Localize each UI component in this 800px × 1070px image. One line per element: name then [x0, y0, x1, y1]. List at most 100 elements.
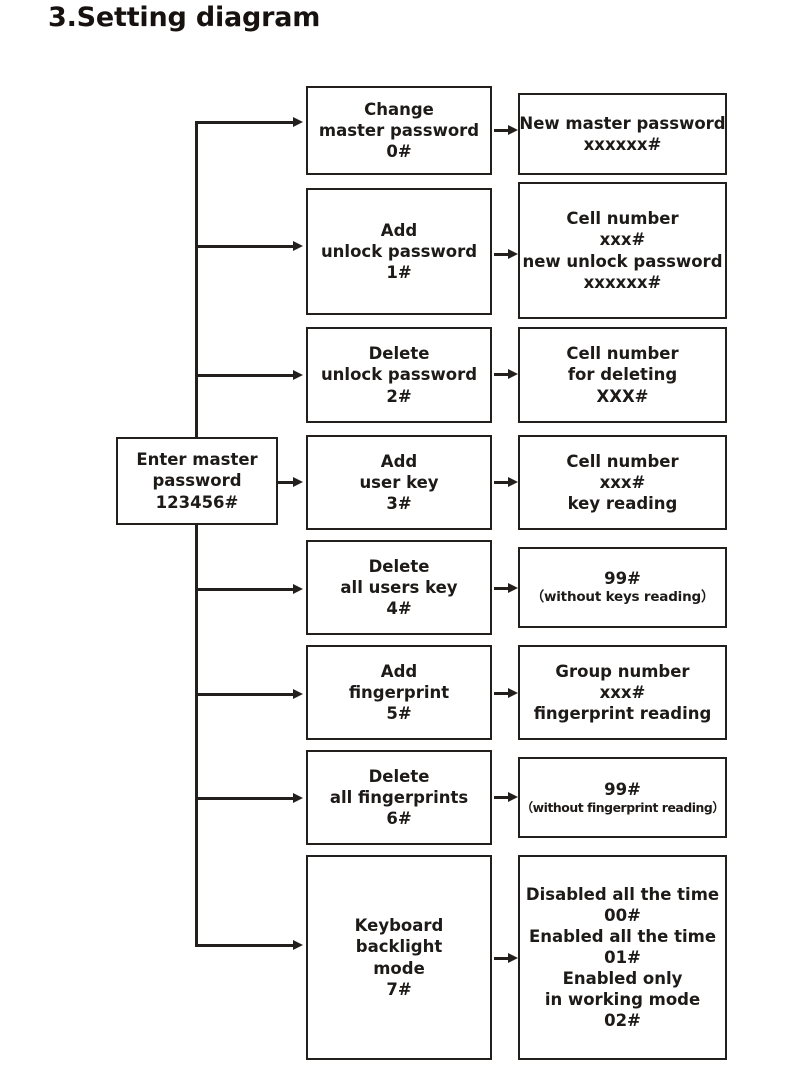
node-line: Enabled all the time — [528, 926, 717, 946]
node-line: 01# — [604, 947, 641, 967]
node-line: xxx# — [599, 472, 646, 492]
node-line: Enter master — [136, 450, 258, 470]
node-line: Group number — [555, 661, 690, 681]
node-line: 4# — [386, 599, 412, 619]
node-line: 99# — [604, 569, 641, 589]
node-line: 7# — [386, 979, 412, 999]
node-line: 5# — [386, 704, 412, 724]
trunk-vline-upper — [195, 122, 198, 438]
node-line: for deleting — [567, 365, 678, 385]
node-line: all fingerprints — [329, 787, 469, 807]
branch-line-2 — [195, 245, 293, 248]
connector-arrow-7 — [494, 792, 518, 803]
branch-line-6 — [195, 693, 293, 696]
node-line: Delete — [368, 766, 430, 786]
branch-line-7 — [195, 797, 293, 800]
node-delete-all-users-key[interactable]: Delete all users key 4# — [306, 540, 492, 635]
branch-arrow-4 — [293, 476, 303, 487]
node-line: xxx# — [599, 230, 646, 250]
connector-stem — [494, 373, 508, 376]
node-line: user key — [359, 472, 439, 492]
node-line: 2# — [386, 386, 412, 406]
connector-arrow-2 — [494, 249, 518, 260]
node-add-user-key[interactable]: Add user key 3# — [306, 435, 492, 530]
node-line: Add — [380, 661, 418, 681]
node-line: 00# — [604, 905, 641, 925]
connector-arrowhead — [508, 953, 518, 963]
node-line: xxxxxx# — [583, 135, 662, 154]
node-line: new unlock password — [522, 251, 723, 271]
node-line: fingerprint reading — [533, 704, 712, 724]
connector-arrow-6 — [494, 688, 518, 699]
node-add-unlock-password[interactable]: Add unlock password 1# — [306, 188, 492, 315]
node-delete-unlock-password[interactable]: Delete unlock password 2# — [306, 327, 492, 423]
branch-line-1 — [195, 121, 293, 124]
node-delete-all-fingerprints-detail[interactable]: 99# （without fingerprint reading） — [518, 757, 727, 838]
node-line: Change — [364, 99, 434, 119]
connector-arrow-8 — [494, 953, 518, 964]
branch-arrow-1 — [293, 116, 303, 127]
node-line: （without keys reading） — [530, 589, 715, 606]
connector-arrowhead — [508, 688, 518, 698]
trunk-vline-lower — [195, 524, 198, 946]
node-new-master-password-detail[interactable]: New master password xxxxxx# — [518, 93, 727, 175]
connector-arrowhead — [508, 583, 518, 593]
node-line: fingerprint — [348, 682, 450, 702]
node-line: unlock password — [320, 241, 478, 261]
connector-stem — [494, 481, 508, 484]
node-line: Keyboard — [354, 916, 444, 936]
connector-arrowhead — [508, 477, 518, 487]
node-line: Cell number — [566, 209, 679, 229]
branch-line-8 — [195, 944, 293, 947]
branch-line-5 — [195, 588, 293, 591]
page-title: 3.Setting diagram — [48, 2, 321, 33]
node-line: Add — [380, 220, 418, 240]
connector-stem — [494, 692, 508, 695]
connector-stem — [494, 253, 508, 256]
node-keyboard-backlight-mode-detail[interactable]: Disabled all the time 00# Enabled all th… — [518, 855, 727, 1060]
node-line: 02# — [604, 1011, 641, 1031]
node-line: xxxxxx# — [583, 272, 662, 292]
node-add-unlock-password-detail[interactable]: Cell number xxx# new unlock password xxx… — [518, 182, 727, 319]
node-line: 6# — [386, 809, 412, 829]
connector-stem — [494, 587, 508, 590]
node-add-user-key-detail[interactable]: Cell number xxx# key reading — [518, 435, 727, 530]
node-line: master password — [318, 120, 480, 140]
connector-stem — [494, 957, 508, 960]
connector-arrow-5 — [494, 583, 518, 594]
connector-arrowhead — [508, 125, 518, 135]
connector-arrow-4 — [494, 477, 518, 488]
node-delete-unlock-password-detail[interactable]: Cell number for deleting XXX# — [518, 327, 727, 423]
node-delete-all-users-key-detail[interactable]: 99# （without keys reading） — [518, 547, 727, 628]
node-enter-master-password[interactable]: Enter master password 123456# — [116, 437, 278, 525]
node-line: 0# — [386, 142, 412, 162]
branch-arrow-2 — [293, 240, 303, 251]
node-line: xxx# — [599, 682, 646, 702]
node-keyboard-backlight-mode[interactable]: Keyboard backlight mode 7# — [306, 855, 492, 1060]
node-line: Delete — [368, 556, 430, 576]
node-line: Cell number — [566, 451, 679, 471]
node-add-fingerprint-detail[interactable]: Group number xxx# fingerprint reading — [518, 645, 727, 740]
branch-line-4 — [278, 481, 293, 484]
connector-stem — [494, 129, 508, 132]
branch-arrow-7 — [293, 792, 303, 803]
connector-arrowhead — [508, 792, 518, 802]
connector-stem — [494, 796, 508, 799]
branch-arrow-5 — [293, 583, 303, 594]
branch-line-3 — [195, 374, 293, 377]
node-line: key reading — [567, 494, 678, 514]
connector-arrowhead — [508, 369, 518, 379]
node-delete-all-fingerprints[interactable]: Delete all fingerprints 6# — [306, 750, 492, 845]
node-line: 1# — [386, 263, 412, 283]
node-line: （without fingerprint reading） — [520, 800, 725, 816]
node-line: New master password — [519, 113, 726, 133]
node-line: in working mode — [544, 990, 701, 1010]
node-line: Cell number — [566, 344, 679, 364]
node-line: password — [152, 471, 242, 491]
node-line: 123456# — [155, 492, 239, 512]
node-change-master-password[interactable]: Change master password 0# — [306, 86, 492, 175]
node-line: XXX# — [596, 386, 649, 406]
connector-arrowhead — [508, 249, 518, 259]
node-add-fingerprint[interactable]: Add fingerprint 5# — [306, 645, 492, 740]
